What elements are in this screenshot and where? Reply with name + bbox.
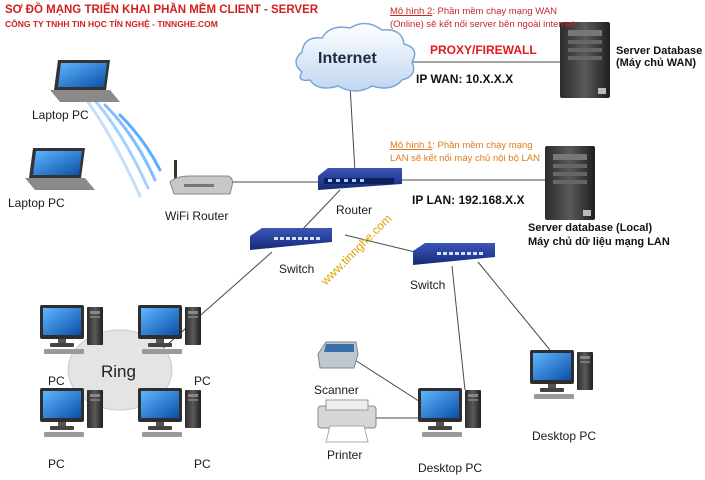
ring-label: Ring bbox=[101, 362, 136, 381]
proxy-firewall-label: PROXY/FIREWALL bbox=[430, 43, 537, 57]
pc-label: PC bbox=[194, 457, 211, 471]
wan-note-line2: (Online) sẽ kết nối server bên ngoài int… bbox=[390, 19, 578, 30]
pc-label: PC bbox=[194, 374, 211, 388]
printer-label: Printer bbox=[327, 448, 363, 462]
desktop-center-icon bbox=[418, 388, 481, 437]
link-switch-right-desktop bbox=[451, 265, 466, 391]
desktop-right-label: Desktop PC bbox=[532, 429, 597, 443]
lan-note-line1: : Phần mềm chạy mạng bbox=[432, 140, 533, 151]
lan-note-line2: LAN sẽ kết nối máy chủ nội bộ LAN bbox=[390, 153, 540, 164]
printer-icon bbox=[317, 399, 377, 443]
pc-bottom-left-icon bbox=[40, 388, 103, 437]
scanner-icon bbox=[317, 341, 359, 369]
desktop-right-icon bbox=[530, 350, 593, 399]
wan-note-prefix: Mô hình 2 bbox=[390, 6, 433, 17]
link-switch-right-desktop-right bbox=[477, 261, 551, 351]
laptop-bottom-label: Laptop PC bbox=[8, 196, 65, 210]
link-switch-left-switch-right bbox=[344, 234, 416, 253]
diagram-subtitle: CÔNG TY TNHH TIN HỌC TÍN NGHỆ - TINNGHE.… bbox=[5, 19, 218, 29]
internet-label: Internet bbox=[318, 50, 377, 67]
server-lan-icon bbox=[545, 146, 595, 220]
link-internet-router bbox=[349, 84, 356, 173]
scanner-label: Scanner bbox=[314, 383, 359, 397]
lan-note-prefix: Mô hình 1 bbox=[390, 140, 433, 151]
link-router-switch-left bbox=[299, 189, 341, 233]
wan-note: Mô hình 2: Phần mềm chạy mạng WAN (Onlin… bbox=[390, 5, 577, 31]
laptop-top-label: Laptop PC bbox=[32, 108, 89, 122]
pc-bottom-right-icon bbox=[138, 388, 201, 437]
connection-lines bbox=[149, 61, 560, 419]
server-wan-icon bbox=[560, 22, 610, 98]
ip-wan-label: IP WAN: 10.X.X.X bbox=[416, 72, 514, 86]
switch-left-label: Switch bbox=[279, 262, 315, 276]
ip-lan-label: IP LAN: 192.168.X.X bbox=[412, 193, 525, 207]
server-lan-line2: Máy chủ dữ liệu mạng LAN bbox=[528, 236, 670, 248]
server-wan-line1: Server Database bbox=[616, 45, 703, 57]
switch-right-label: Switch bbox=[410, 278, 446, 292]
switch-left-icon bbox=[250, 228, 332, 250]
pc-label: PC bbox=[48, 374, 65, 388]
server-wan-label: Server Database (Máy chủ WAN) bbox=[616, 45, 702, 69]
laptop-bottom-icon bbox=[25, 148, 95, 190]
link-switch-left-ring bbox=[149, 251, 273, 361]
diagram-title: SƠ ĐỒ MẠNG TRIỂN KHAI PHẦN MỀM CLIENT - … bbox=[5, 4, 319, 16]
link-scanner-desktop bbox=[354, 359, 426, 406]
desktop-center-label: Desktop PC bbox=[418, 461, 483, 475]
wifi-router-label: WiFi Router bbox=[165, 209, 229, 223]
pc-label: PC bbox=[48, 457, 65, 471]
server-wan-line2: (Máy chủ WAN) bbox=[616, 57, 697, 69]
wifi-router-icon bbox=[169, 160, 233, 195]
wan-note-line1: : Phần mềm chạy mạng WAN bbox=[432, 6, 558, 17]
server-lan-label: Server database (Local) Máy chủ dữ liệu … bbox=[528, 222, 670, 248]
server-lan-line1: Server database (Local) bbox=[528, 222, 653, 234]
router-label: Router bbox=[336, 203, 373, 217]
lan-note: Mô hình 1: Phần mềm chạy mạng LAN sẽ kết… bbox=[390, 139, 540, 165]
laptop-top-icon bbox=[50, 60, 120, 102]
router-icon bbox=[318, 168, 402, 190]
switch-right-icon bbox=[413, 243, 495, 265]
internet-cloud-icon bbox=[295, 22, 416, 92]
